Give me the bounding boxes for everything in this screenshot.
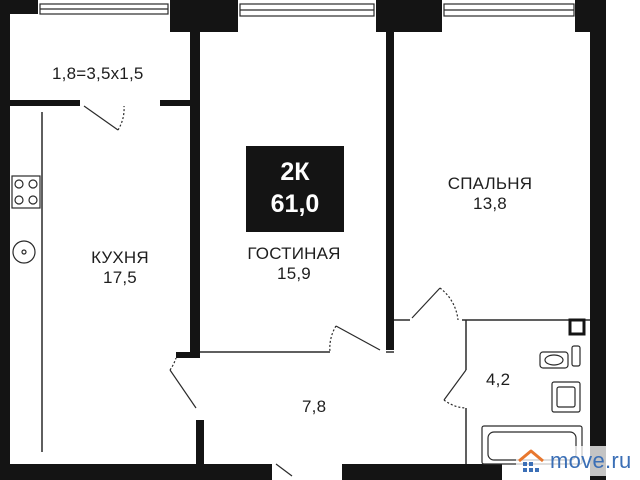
- room-label-bedroom: СПАЛЬНЯ 13,8: [430, 174, 550, 214]
- wall-bottom-left: [0, 464, 272, 480]
- wall-right: [590, 0, 606, 480]
- wall-hall-top-left: [176, 352, 200, 358]
- windows: [39, 3, 575, 17]
- room-label-kitchen: КУХНЯ 17,5: [80, 248, 160, 288]
- sink-icon: [12, 240, 36, 264]
- exterior-walls: [0, 0, 606, 480]
- wall-kitchen-living: [190, 30, 200, 358]
- room-area-bedroom: 13,8: [473, 194, 507, 213]
- room-name-bedroom: СПАЛЬНЯ: [447, 174, 533, 193]
- toilet-icon: [539, 345, 581, 369]
- room-area-kitchen: 17,5: [103, 268, 137, 287]
- badge-room-count: 2К: [280, 158, 310, 186]
- room-label-balcony: 1,8=3,5x1,5: [52, 64, 144, 83]
- apartment-badge: 2К 61,0: [246, 146, 344, 232]
- wall-left: [0, 0, 10, 480]
- room-label-living: ГОСТИНАЯ 15,9: [232, 244, 356, 284]
- room-name-kitchen: КУХНЯ: [91, 248, 149, 267]
- wall-balcony-bottom-2: [160, 100, 192, 106]
- interior-lines: [41, 112, 590, 464]
- house-logo-icon: [518, 449, 544, 472]
- wall-top-mid-2: [376, 0, 442, 32]
- watermark-text: move.ru: [550, 448, 632, 473]
- doors: [83, 105, 467, 477]
- wall-living-bedroom: [386, 30, 394, 350]
- wall-bottom-right: [342, 464, 502, 480]
- wall-top-mid-1: [170, 0, 238, 32]
- room-area-bathroom: 4,2: [486, 370, 511, 389]
- wall-balcony-bottom: [0, 100, 80, 106]
- room-area-living: 15,9: [277, 264, 311, 283]
- room-area-hall: 7,8: [302, 397, 327, 416]
- room-name-living: ГОСТИНАЯ: [247, 244, 341, 263]
- stove-icon: [11, 175, 41, 209]
- washbasin-icon: [551, 381, 581, 413]
- watermark: move.ru: [516, 446, 632, 476]
- badge-total-area: 61,0: [270, 190, 320, 218]
